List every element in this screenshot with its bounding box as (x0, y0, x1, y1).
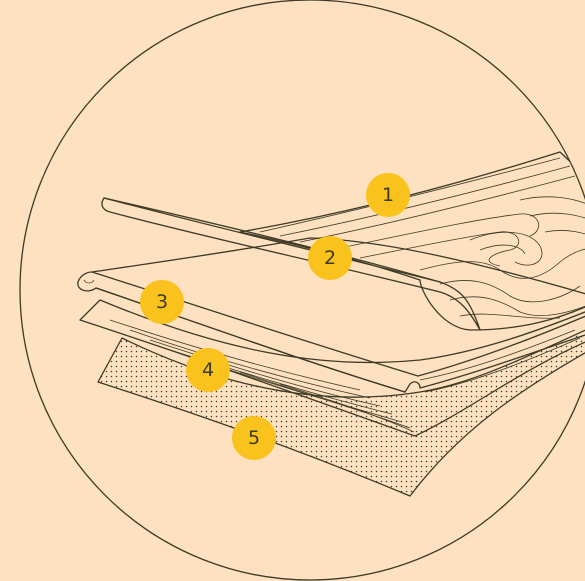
badge-4: 4 (186, 348, 230, 392)
badge-5: 5 (232, 416, 276, 460)
badge-1-label: 1 (382, 184, 394, 206)
badge-4-label: 4 (202, 359, 214, 381)
badge-3: 3 (140, 280, 184, 324)
badge-3-label: 3 (156, 291, 168, 313)
badge-1: 1 (366, 173, 410, 217)
badge-5-label: 5 (248, 427, 260, 449)
layer-5-backing (98, 328, 585, 496)
badge-2: 2 (308, 236, 352, 280)
badge-2-label: 2 (324, 247, 336, 269)
